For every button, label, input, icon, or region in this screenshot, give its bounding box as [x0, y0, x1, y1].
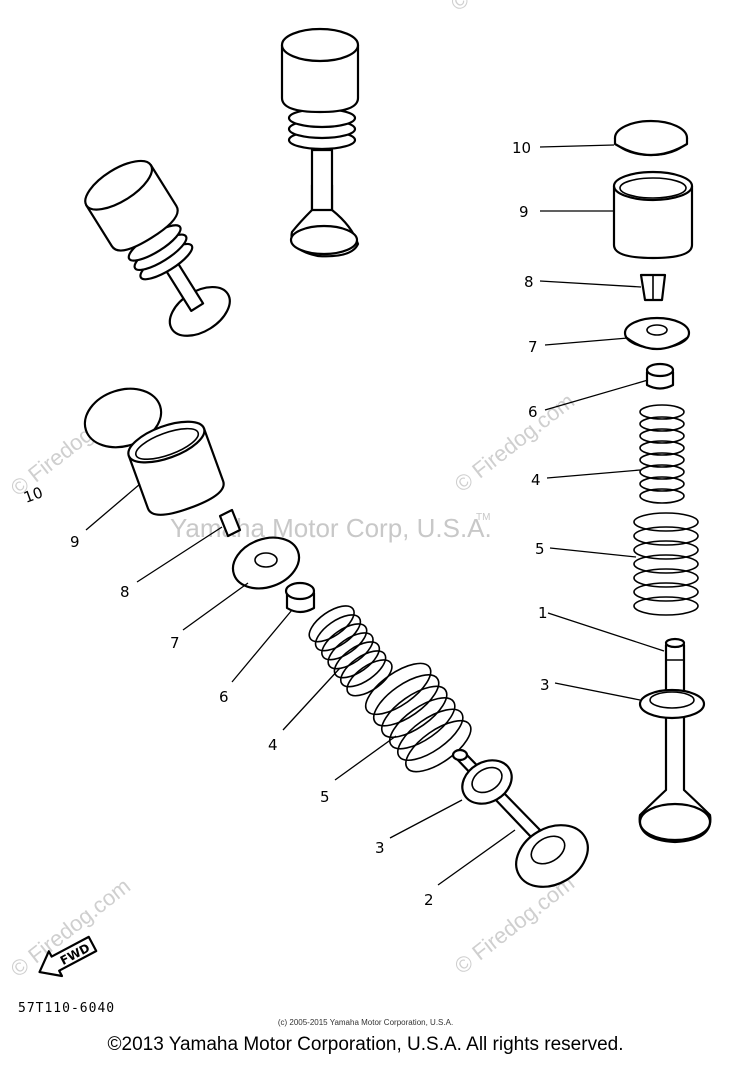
callout-left-7: 7	[170, 634, 180, 652]
inner-spring-left	[308, 605, 393, 697]
lifter-right	[612, 184, 694, 260]
assembled-valve-left	[84, 159, 231, 337]
callout-left-9: 9	[70, 533, 80, 551]
inner-spring-right	[639, 404, 685, 504]
footer-copyright: ©2013 Yamaha Motor Corporation, U.S.A. A…	[107, 1034, 624, 1055]
lifter-left	[127, 420, 225, 516]
exploded-stack-left	[83, 387, 589, 888]
callout-left-6: 6	[219, 688, 229, 706]
callout-left-10: 10	[21, 483, 45, 506]
callouts-right: 10 9 8 7 6 4 5 1 3	[512, 139, 665, 701]
assembled-valve-top	[280, 27, 360, 258]
callout-right-4: 4	[531, 471, 541, 489]
watermark-center-tm: TM	[476, 512, 490, 523]
callout-right-5: 5	[535, 540, 545, 558]
callout-left-5: 5	[320, 788, 330, 806]
watermark-top-right: © Firedog.com	[446, 0, 575, 16]
spring-seat-right	[638, 688, 706, 720]
callout-left-8: 8	[120, 583, 130, 601]
small-copyright: (c) 2005-2015 Yamaha Motor Corporation, …	[277, 1018, 454, 1027]
retainer-left	[231, 536, 301, 590]
callout-right-9: 9	[519, 203, 529, 221]
exploded-stack-right	[612, 119, 712, 844]
callouts-left: 10 9 8 7 6 4 5 3 2	[21, 483, 516, 909]
callout-right-3: 3	[540, 676, 550, 694]
callout-right-10: 10	[512, 139, 531, 157]
diagram-code: 57T110-6040	[18, 1001, 115, 1016]
outer-spring-right	[633, 512, 699, 616]
callout-right-1: 1	[538, 604, 548, 622]
watermark-center: Yamaha Motor Corp, U.S.A.	[170, 513, 492, 543]
watermark-right-lower: © Firedog.com	[450, 870, 579, 979]
watermark-right-upper: © Firedog.com	[450, 388, 579, 497]
callout-left-2: 2	[424, 891, 434, 909]
callout-right-7: 7	[528, 338, 538, 356]
callout-left-4: 4	[268, 736, 278, 754]
watermarks: © Firedog.com © Firedog.com © Firedog.co…	[6, 0, 579, 982]
callout-left-3: 3	[375, 839, 385, 857]
outer-spring-left	[364, 662, 472, 773]
keeper-left	[218, 508, 242, 538]
callout-right-8: 8	[524, 273, 534, 291]
valve-right	[638, 643, 712, 844]
callout-right-6: 6	[528, 403, 538, 421]
